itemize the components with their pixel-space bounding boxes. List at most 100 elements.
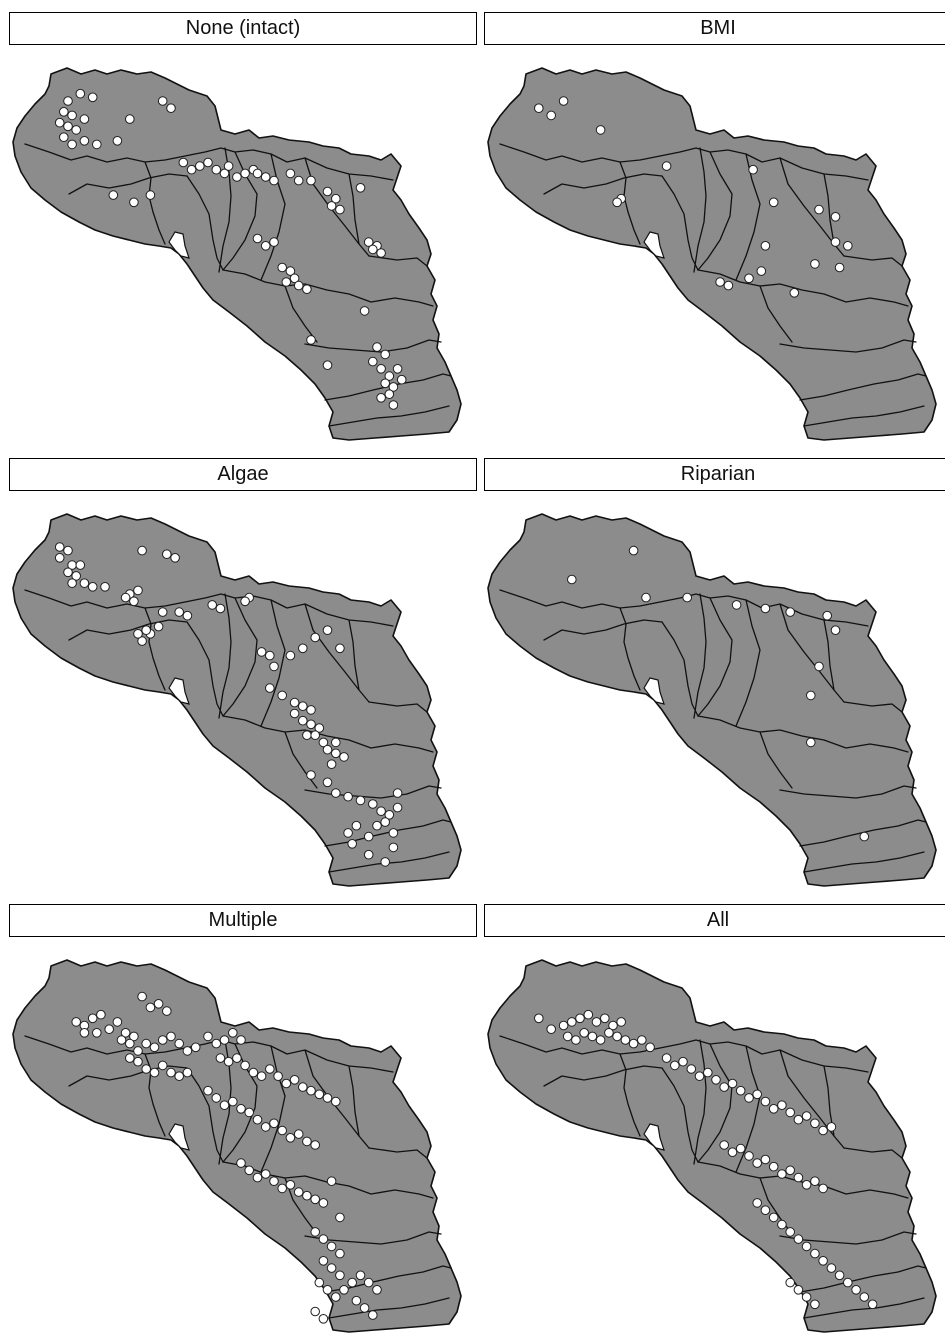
site-marker [322, 777, 333, 788]
site-marker [727, 1147, 738, 1157]
site-marker [54, 542, 65, 552]
site-marker [818, 1256, 828, 1266]
map-area [9, 44, 477, 452]
bay-inlet [643, 677, 665, 705]
site-marker [265, 650, 275, 661]
site-marker [392, 364, 403, 374]
site-marker [388, 400, 399, 410]
site-marker [277, 1125, 288, 1136]
region-map [487, 959, 937, 1333]
site-marker [182, 1046, 193, 1056]
watershed-boundary [843, 701, 903, 713]
watershed-boundary [24, 143, 394, 181]
site-marker [335, 1270, 345, 1281]
site-marker [768, 1212, 779, 1223]
site-marker [760, 1154, 771, 1165]
site-marker [133, 629, 143, 639]
site-marker [339, 1285, 349, 1295]
watershed-boundary [779, 785, 917, 799]
site-marker [339, 752, 349, 762]
site-marker [203, 1031, 213, 1042]
site-marker [273, 1071, 283, 1081]
site-marker [298, 643, 308, 654]
site-marker [768, 197, 779, 208]
site-marker [236, 1035, 246, 1045]
site-marker [314, 723, 325, 733]
site-marker [322, 1285, 333, 1295]
site-marker [384, 371, 395, 381]
site-marker [215, 603, 226, 614]
site-marker [59, 107, 69, 117]
site-marker [785, 1107, 796, 1118]
site-marker [558, 96, 569, 106]
watershed-boundary [144, 161, 166, 245]
watershed-boundary [218, 593, 232, 719]
watershed-boundary [803, 1297, 925, 1319]
map-area [484, 936, 945, 1344]
site-marker [534, 1013, 544, 1024]
site-marker [793, 1172, 804, 1183]
site-marker [87, 582, 98, 592]
site-marker [306, 770, 316, 780]
site-marker [363, 237, 374, 247]
site-marker [54, 117, 65, 128]
site-marker [830, 212, 841, 222]
site-marker [203, 157, 213, 168]
bay-inlet [643, 231, 665, 259]
site-marker [331, 737, 341, 748]
site-marker [830, 625, 841, 635]
site-marker [388, 842, 399, 853]
site-marker [302, 284, 312, 294]
site-marker [302, 1136, 312, 1147]
site-marker [715, 277, 725, 287]
site-marker [318, 1314, 329, 1324]
site-marker [302, 1190, 312, 1201]
site-marker [810, 1299, 820, 1310]
site-marker [810, 1176, 820, 1186]
watershed-boundary [693, 147, 707, 273]
site-marker [719, 1082, 729, 1092]
site-marker [252, 168, 263, 179]
site-marker [388, 828, 399, 838]
watershed-boundary [284, 285, 318, 343]
site-marker [616, 1017, 626, 1027]
site-marker [322, 625, 333, 635]
site-marker [834, 262, 845, 273]
watershed-boundary [823, 173, 835, 245]
site-marker [326, 759, 337, 770]
site-marker [240, 1060, 250, 1071]
site-marker [306, 719, 316, 730]
watershed-boundary [348, 619, 360, 691]
site-marker [108, 190, 119, 200]
site-marker [100, 582, 110, 592]
site-marker [211, 1093, 222, 1103]
site-marker [116, 1035, 127, 1045]
watershed-boundary [284, 731, 318, 789]
site-marker [768, 1104, 779, 1114]
site-marker [859, 1292, 870, 1302]
watershed-boundary [697, 597, 733, 717]
site-marker [645, 1042, 655, 1053]
site-marker [137, 545, 147, 556]
site-marker [306, 175, 316, 186]
site-marker [285, 266, 296, 276]
site-marker [260, 1122, 271, 1132]
site-marker [79, 578, 90, 588]
site-marker [694, 1071, 705, 1081]
site-marker [806, 690, 816, 701]
site-marker [661, 161, 672, 171]
site-marker [153, 621, 164, 632]
site-marker [133, 1046, 143, 1056]
site-marker [575, 1013, 585, 1024]
site-marker [372, 342, 382, 352]
site-marker [810, 1248, 820, 1259]
site-marker [384, 389, 395, 400]
site-marker [355, 183, 366, 193]
site-marker [777, 1219, 787, 1230]
site-marker [269, 237, 279, 247]
site-marker [67, 578, 77, 588]
map-area [484, 490, 945, 898]
watershed-boundary [735, 1045, 761, 1173]
site-marker [67, 139, 77, 150]
site-marker [777, 1100, 787, 1110]
